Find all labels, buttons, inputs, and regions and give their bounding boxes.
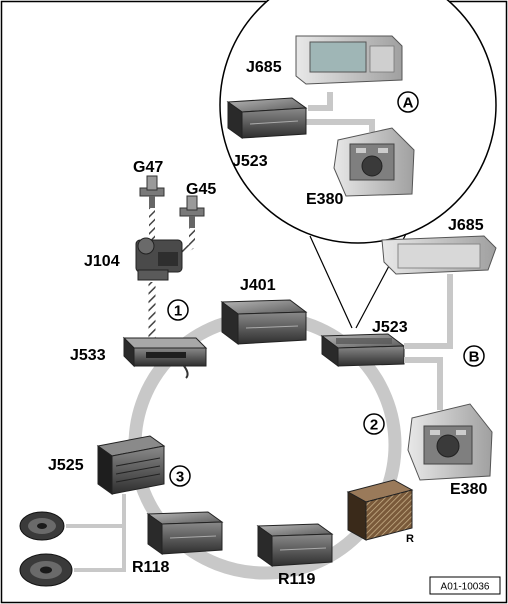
j685-display-right	[381, 235, 497, 275]
callout-1: 1	[167, 299, 189, 321]
j523-unit-ring	[320, 333, 406, 367]
link-j685-j523-top	[308, 92, 333, 111]
callout-3: 3	[169, 465, 191, 487]
j525-amplifier	[96, 435, 166, 495]
speaker-bottom	[19, 553, 73, 587]
r119-unit	[256, 523, 334, 567]
g45-sensor	[179, 195, 205, 228]
e380-console-top	[333, 127, 415, 197]
link-j523-e380-top	[306, 119, 375, 132]
bubble-pointer-left	[309, 235, 353, 329]
label-j533: J533	[70, 347, 106, 364]
j104-abs-unit	[135, 237, 183, 281]
label-j525: J525	[48, 457, 84, 474]
j533-gateway	[122, 336, 208, 379]
label-r118: R118	[132, 559, 169, 576]
callout-2: 2	[363, 413, 385, 435]
label-j685-top: J685	[246, 59, 282, 76]
j523-unit-top	[226, 97, 308, 139]
j685-display-top	[295, 35, 403, 85]
callout-3-text: 3	[176, 469, 184, 486]
callout-b: B	[463, 345, 485, 367]
figure-code-box: A01-10036	[429, 576, 501, 595]
label-j523-top: J523	[232, 153, 268, 170]
speaker-top	[19, 511, 65, 541]
g47-sensor	[139, 175, 165, 208]
label-g45: G45	[186, 181, 216, 198]
callout-b-text: B	[469, 349, 480, 366]
r118-unit	[146, 511, 224, 555]
r-radio-module	[346, 479, 414, 541]
callout-a: A	[397, 91, 419, 113]
label-j523-ring: J523	[372, 319, 408, 336]
e380-console-right	[407, 403, 493, 481]
label-g47: G47	[133, 159, 163, 176]
label-j685-right: J685	[448, 217, 484, 234]
label-r: R	[406, 533, 414, 545]
link-j523-e380-right	[404, 357, 443, 410]
j401-navigation-unit	[220, 299, 308, 345]
wire-j525-speaker-bottom	[74, 526, 126, 572]
label-j104: J104	[84, 253, 120, 270]
link-j523-j685-right	[404, 274, 453, 349]
label-j401: J401	[240, 277, 276, 294]
callout-1-text: 1	[174, 303, 182, 320]
figure-code: A01-10036	[441, 582, 490, 593]
callout-2-text: 2	[370, 417, 378, 434]
label-e380-top: E380	[306, 191, 343, 208]
label-e380-right: E380	[450, 481, 487, 498]
label-r119: R119	[278, 571, 315, 588]
callout-a-text: A	[403, 95, 414, 112]
